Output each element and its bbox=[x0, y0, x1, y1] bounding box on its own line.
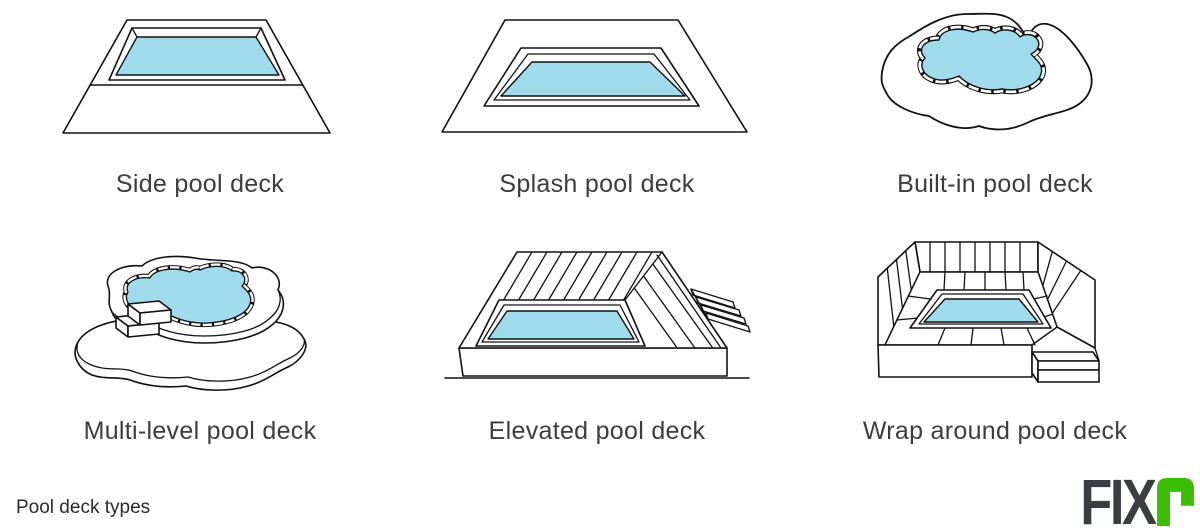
pool-water bbox=[920, 28, 1043, 91]
splash-pool-deck-illustration bbox=[441, 19, 748, 133]
built-in-pool-deck-illustration bbox=[880, 12, 1093, 131]
pool bbox=[909, 289, 1052, 329]
card-label: Side pool deck bbox=[115, 170, 285, 198]
deck-base bbox=[877, 344, 1033, 378]
card-elevated-pool-deck: Elevated pool deck bbox=[397, 230, 797, 446]
pool-water bbox=[115, 36, 280, 76]
card-splash-pool-deck: Splash pool deck bbox=[397, 2, 797, 199]
deck-steps bbox=[115, 300, 172, 338]
card-built-in-pool-deck: Built-in pool deck bbox=[795, 2, 1195, 199]
pool-water bbox=[923, 298, 1039, 323]
pool bbox=[475, 299, 646, 347]
deck-planks bbox=[502, 251, 722, 349]
deck-steps bbox=[1031, 347, 1100, 383]
fence-walls bbox=[877, 241, 1096, 349]
pool-water bbox=[487, 310, 635, 340]
floor-planks bbox=[896, 271, 1054, 346]
pool bbox=[483, 47, 700, 107]
pool-water bbox=[500, 61, 686, 97]
image-caption: Pool deck types bbox=[16, 497, 151, 518]
pool bbox=[917, 24, 1047, 95]
fixr-logo-r-icon bbox=[1157, 478, 1194, 526]
card-multi-level-pool-deck: Multi-level pool deck bbox=[0, 230, 400, 446]
card-label: Built-in pool deck bbox=[897, 170, 1093, 198]
wrap-around-pool-deck-illustration bbox=[877, 241, 1100, 383]
pool bbox=[108, 27, 286, 81]
card-label: Splash pool deck bbox=[499, 170, 695, 198]
card-label: Multi-level pool deck bbox=[83, 417, 317, 445]
deck-steps bbox=[690, 288, 751, 333]
card-side-pool-deck: Side pool deck bbox=[0, 2, 400, 199]
card-label: Wrap around pool deck bbox=[862, 417, 1128, 445]
card-label: Elevated pool deck bbox=[488, 417, 706, 445]
elevated-pool-deck-illustration bbox=[444, 251, 751, 379]
card-wrap-around-pool-deck: Wrap around pool deck bbox=[795, 230, 1195, 446]
multi-level-pool-deck-illustration bbox=[74, 255, 307, 391]
fixr-logo: FIX bbox=[1064, 466, 1194, 532]
side-pool-deck-illustration bbox=[62, 19, 331, 134]
fixr-logo-text: FIX bbox=[1080, 466, 1158, 532]
